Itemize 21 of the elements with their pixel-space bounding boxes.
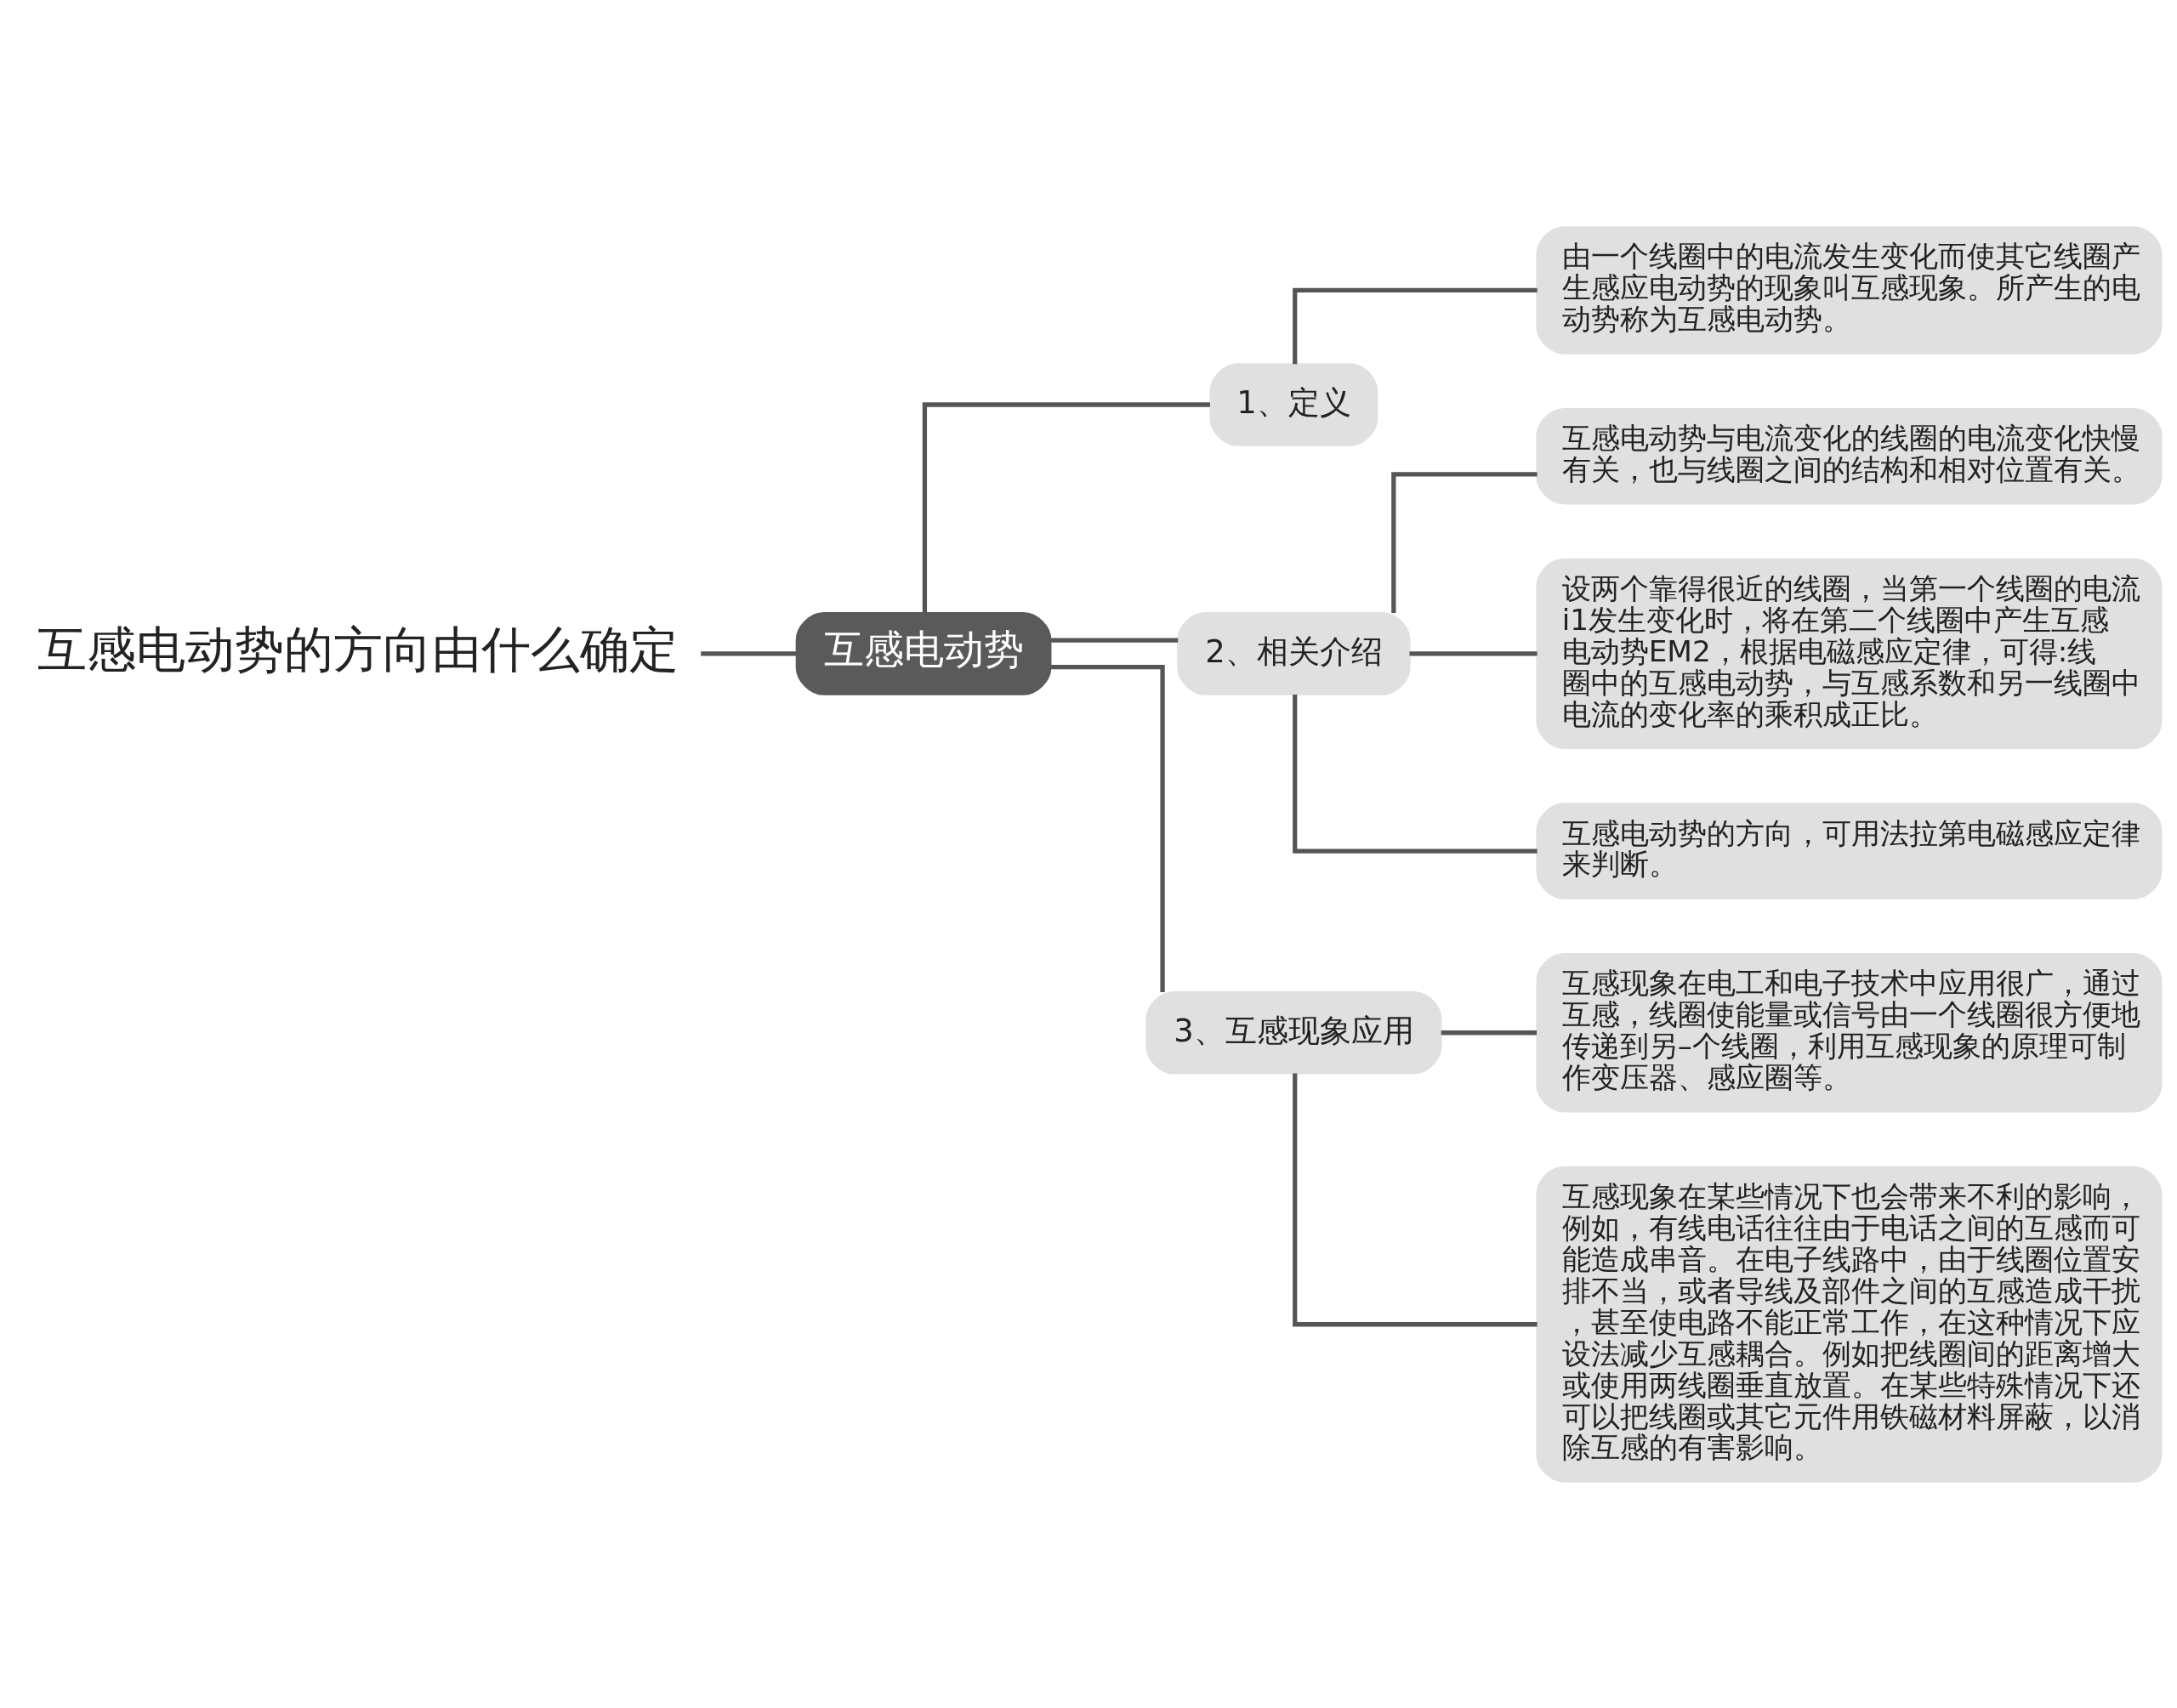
node-box: 1、定义: [1209, 362, 1378, 446]
node-box: 设两个靠得很近的线圈，当第一个线圈的电流i1发生变化时，将在第二个线圈中产生互感电动势EM2，根据电磁感应定律，可得:线圈中的互感电动势，与互感系数和另一线圈中电流的变化率的乘积成正比。: [1536, 558, 2163, 749]
connector: [922, 401, 1210, 612]
connector: [1293, 694, 1538, 854]
node-box: 互感电动势的方向，可用法拉第电磁感应定律来判断。: [1536, 802, 2163, 899]
connector: [1050, 664, 1165, 992]
node-box: 2、相关介绍: [1177, 611, 1411, 695]
connector: [1441, 1030, 1538, 1035]
node-box: 由一个线圈中的电流发生变化而使其它线圈产生感应电动势的现象叫互感现象。所产生的电动势称为互感电动势。: [1536, 225, 2163, 355]
connector: [1050, 637, 1179, 643]
node-box: 互感电动势: [795, 611, 1052, 695]
node-box: 互感现象在电工和电子技术中应用很广，通过互感，线圈使能量或信号由一个线圈很方便地传递到另–个线圈，利用互感现象的原理可制作变压器、感应圈等。: [1536, 952, 2163, 1112]
connector: [1293, 287, 1538, 364]
node-box: 互感电动势与电流变化的线圈的电流变化快慢有关，也与线圈之间的结构和相对位置有关。: [1536, 407, 2163, 504]
connector: [1409, 650, 1538, 655]
connector: [1293, 1072, 1538, 1326]
node-text: 互感电动势的方向由什么确定: [37, 620, 679, 678]
node-box: 互感现象在某些情况下也会带来不利的影响，例如，有线电话往往由于电话之间的互感而可能造成串音。在电子线路中，由于线圈位置安排不当，或者导线及部件之间的互感造成干扰，甚至使电路不能正常工作，在这种情况下应设法减少互感耦合。例如把线圈间的距离增大或使用两线圈垂直放置。在某些特殊情况下还可以把线圈或其它元件用铁磁材料屏蔽，以消除互感的有害影响。: [1536, 1166, 2163, 1483]
connector: [701, 650, 797, 655]
node-box: 3、互感现象应用: [1145, 990, 1442, 1075]
connector: [1391, 471, 1538, 613]
